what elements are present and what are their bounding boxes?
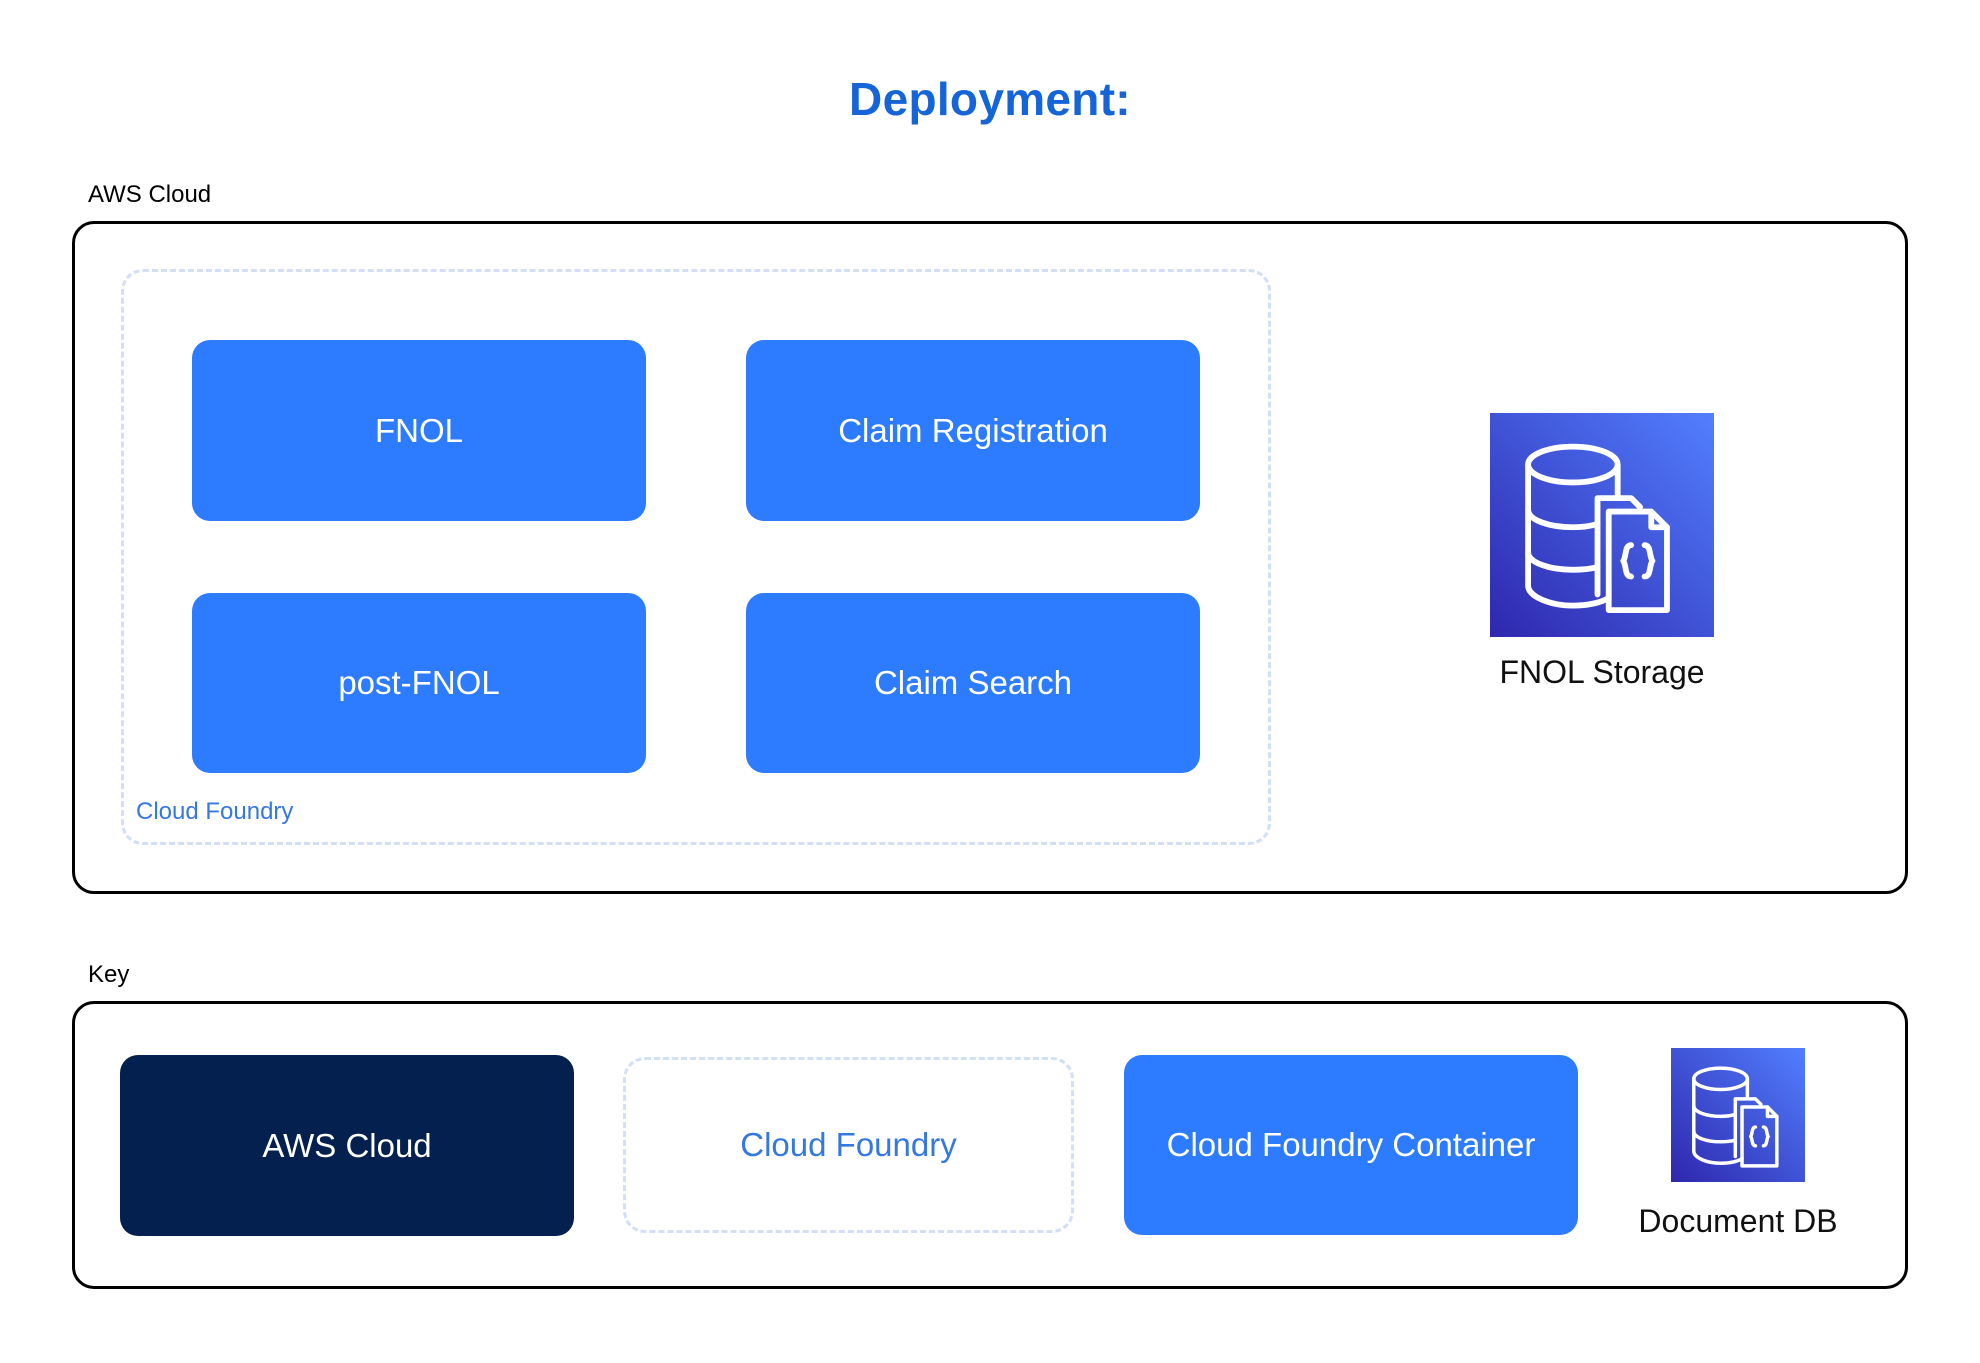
document-db-icon: [1671, 1048, 1805, 1182]
aws-cloud-boundary: [72, 221, 1908, 894]
cloud-foundry-boundary-label: Cloud Foundry: [136, 798, 294, 825]
page-title: Deployment:: [849, 73, 1131, 125]
service-label: post-FNOL: [338, 664, 500, 701]
cloud-foundry-boundary: [121, 269, 1271, 845]
key-section-label: Key: [88, 961, 130, 988]
key-item-cloud-foundry: Cloud Foundry: [623, 1057, 1074, 1233]
aws-cloud-section-label: AWS Cloud: [88, 181, 212, 208]
service-label: FNOL: [374, 411, 463, 449]
service-label: Claim Search: [873, 664, 1073, 701]
service-post-fnol[interactable]: post-FNOL: [192, 593, 646, 773]
key-item-label: AWS Cloud: [262, 1126, 432, 1164]
fnol-storage-label: FNOL Storage: [1499, 654, 1705, 690]
key-item-cloud-foundry-container: Cloud Foundry Container: [1124, 1055, 1578, 1235]
service-claim-registration[interactable]: Claim Registration: [746, 340, 1200, 521]
key-item-label: Cloud Foundry Container: [1166, 1126, 1536, 1163]
key-boundary: [72, 1001, 1908, 1289]
key-item-document-db-label: Document DB: [1638, 1203, 1838, 1239]
service-claim-search[interactable]: Claim Search: [746, 593, 1200, 773]
key-item-aws-cloud: AWS Cloud: [120, 1055, 574, 1236]
service-fnol[interactable]: FNOL: [192, 340, 646, 521]
document-db-icon[interactable]: [1490, 413, 1714, 637]
service-label: Claim Registration: [838, 411, 1108, 449]
key-item-label: Cloud Foundry: [740, 1126, 957, 1163]
